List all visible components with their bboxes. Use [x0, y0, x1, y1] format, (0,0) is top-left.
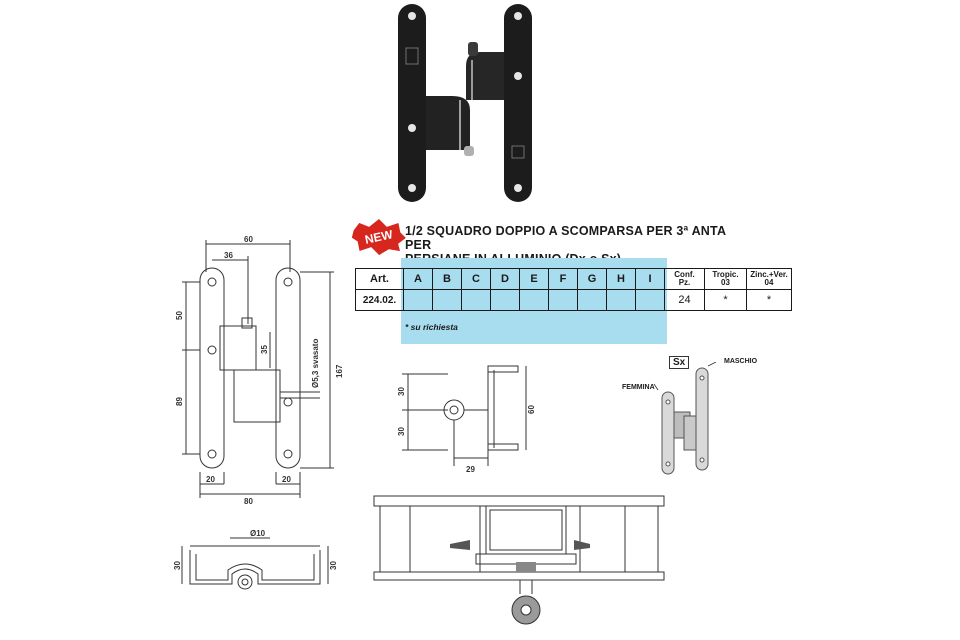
header-c: C — [461, 268, 491, 290]
hinge-photo — [398, 4, 532, 202]
sx-hinge-drawing — [653, 362, 717, 475]
dim-30-bottom: 30 — [397, 427, 406, 436]
cell-art: 224.02. — [355, 289, 404, 311]
cell-d — [490, 289, 520, 311]
maschio-label: MASCHIO — [724, 358, 758, 365]
cell-zinc: * — [746, 289, 792, 311]
dim-35: 35 — [260, 345, 269, 354]
dim-d10: Ø10 — [250, 529, 266, 538]
product-title-line1: 1/2 SQUADRO DOPPIO A SCOMPARSA PER 3ª AN… — [405, 224, 726, 252]
dim-60-side: 60 — [527, 405, 536, 414]
cell-c — [461, 289, 491, 311]
table-row: 224.02. 24 * * — [355, 289, 792, 311]
header-i: I — [635, 268, 665, 290]
sx-label: Sx — [669, 356, 690, 369]
footnote: * su richiesta — [405, 322, 458, 332]
new-badge: NEW — [350, 216, 409, 256]
dim-30-left: 30 — [173, 561, 182, 570]
section-drawing — [373, 495, 665, 625]
header-g: G — [577, 268, 607, 290]
spec-table: Art. A B C D E F G H I Conf. Pz. Tropic.… — [355, 268, 792, 311]
dim-29: 29 — [466, 465, 475, 474]
dim-36: 36 — [224, 251, 233, 260]
spec-table-header: Art. A B C D E F G H I Conf. Pz. Tropic.… — [355, 268, 792, 290]
cell-tropic: * — [704, 289, 747, 311]
cell-b — [432, 289, 462, 311]
header-tropic: Tropic. 03 — [704, 268, 747, 290]
cell-e — [519, 289, 549, 311]
cell-a — [403, 289, 433, 311]
dim-80: 80 — [244, 497, 253, 506]
dim-89: 89 — [175, 397, 184, 406]
header-art: Art. — [355, 268, 404, 290]
cell-i — [635, 289, 665, 311]
header-conf: Conf. Pz. — [664, 268, 705, 290]
femmina-label: FEMMINA — [622, 384, 655, 391]
header-f: F — [548, 268, 578, 290]
cell-h — [606, 289, 636, 311]
dim-20-right: 20 — [282, 475, 291, 484]
dim-50: 50 — [175, 311, 184, 320]
cell-conf: 24 — [664, 289, 705, 311]
cell-g — [577, 289, 607, 311]
header-b: B — [432, 268, 462, 290]
header-zinc: Zinc.+Ver. 04 — [746, 268, 792, 290]
dim-167: 167 — [335, 364, 344, 378]
header-a: A — [403, 268, 433, 290]
dim-30-right: 30 — [329, 561, 338, 570]
dim-60: 60 — [244, 235, 253, 244]
front-drawing: 60 36 50 89 35 Ø5,3 svasato 167 20 80 20 — [175, 235, 344, 506]
new-badge-text: NEW — [364, 227, 395, 247]
dim-30-top: 30 — [397, 387, 406, 396]
cell-f — [548, 289, 578, 311]
side-drawing: 30 30 60 29 — [397, 365, 536, 474]
header-h: H — [606, 268, 636, 290]
header-e: E — [519, 268, 549, 290]
top-view-drawing: Ø10 30 30 — [173, 529, 338, 590]
header-d: D — [490, 268, 520, 290]
dim-hole: Ø5,3 svasato — [311, 339, 320, 388]
dim-20-left: 20 — [206, 475, 215, 484]
